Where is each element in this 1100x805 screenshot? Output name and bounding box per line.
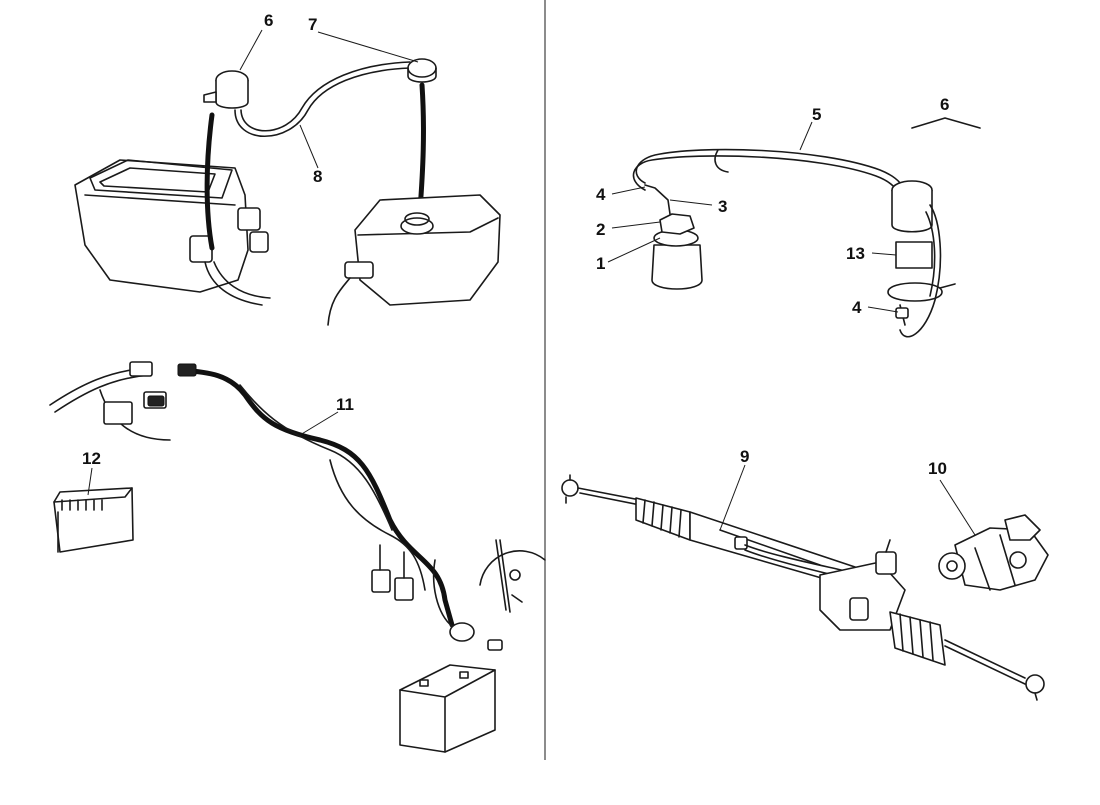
callout-3-pipe: 3 (718, 197, 728, 216)
callout-5-steering-hose: 5 (812, 105, 822, 124)
callout-7-washer-cap: 7 (308, 15, 318, 34)
callout-6-washer-cap: 6 (264, 11, 274, 30)
washer-reservoir-assembly (74, 58, 501, 326)
leader-lines (87, 29, 976, 536)
callout-4-fitting: 4 (852, 298, 862, 317)
wiring-harness-assembly (49, 361, 546, 753)
callout-2-cap: 2 (596, 220, 606, 239)
callout-1-bottle: 1 (596, 254, 606, 273)
callout-11-harness: 11 (336, 395, 354, 414)
power-steering-pump (938, 514, 1049, 591)
callout-10-pump: 10 (928, 459, 947, 478)
power-steering-reservoir-assembly (632, 117, 981, 338)
callout-8-washer-hose: 8 (313, 167, 323, 186)
callout-9-steering-rack: 9 (740, 447, 750, 466)
callout-13-bracket: 13 (846, 244, 865, 263)
callout-12-control-unit: 12 (82, 449, 101, 468)
steering-rack-assembly (561, 474, 1045, 701)
callout-4-pipe-fitting: 4 (596, 185, 606, 204)
callout-6-steering-reservoir: 6 (940, 95, 950, 114)
